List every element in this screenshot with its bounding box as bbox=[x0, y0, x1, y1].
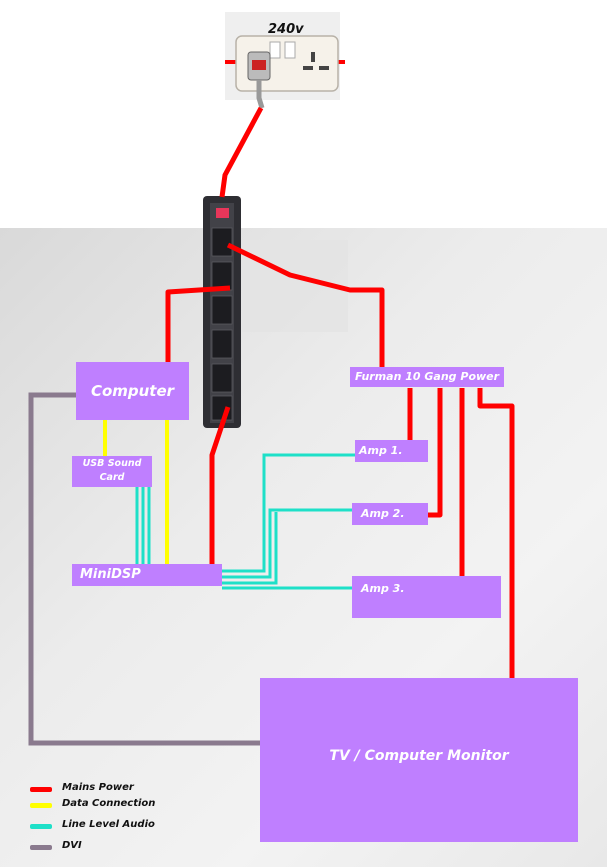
wire-minidsp-to-amp1 bbox=[222, 453, 355, 573]
wire-minidsp-to-amp2 bbox=[222, 508, 352, 579]
outlet-voltage-label: 240v bbox=[268, 22, 304, 37]
tv-label: TV / Computer Monitor bbox=[329, 748, 509, 764]
strip-socket bbox=[211, 363, 233, 393]
legend-label: Mains Power bbox=[62, 782, 134, 793]
computer-box: Computer bbox=[76, 362, 189, 420]
legend-swatch-grey bbox=[30, 845, 52, 850]
legend-swatch-yellow bbox=[30, 803, 52, 808]
strip-socket bbox=[211, 329, 233, 359]
minidsp-label: MiniDSP bbox=[80, 567, 141, 582]
plug-cable bbox=[256, 80, 265, 109]
wire-strip-to-computer bbox=[165, 285, 231, 362]
amp3-box: Amp 3. bbox=[352, 576, 501, 618]
wire-strip-to-minidsp bbox=[209, 406, 231, 565]
legend-label: Line Level Audio bbox=[62, 819, 155, 830]
minidsp-box: MiniDSP bbox=[72, 564, 222, 586]
wire-strip-to-furman bbox=[226, 242, 385, 368]
audio-wires bbox=[135, 453, 355, 590]
mains-wires bbox=[165, 106, 515, 678]
strip-socket bbox=[211, 295, 233, 325]
amp3-label: Amp 3. bbox=[361, 582, 405, 595]
furman-label: Furman 10 Gang Power bbox=[355, 370, 500, 383]
plug-fuse bbox=[252, 60, 266, 70]
wire-furman-to-tv bbox=[477, 388, 515, 678]
data-wires bbox=[103, 420, 169, 565]
outlet-switch-right bbox=[284, 41, 296, 59]
tv-monitor-box: TV / Computer Monitor bbox=[260, 678, 578, 842]
usb-sound-card-label: USB Sound Card bbox=[82, 458, 142, 483]
usb-sound-card-box: USB Sound Card bbox=[72, 456, 152, 487]
outlet-socket-pin bbox=[303, 66, 313, 70]
outlet-socket-pin bbox=[319, 66, 329, 70]
power-strip bbox=[203, 196, 348, 428]
outlet-switch-left bbox=[269, 41, 281, 59]
legend-label: Data Connection bbox=[62, 798, 156, 809]
amp1-label: Amp 1. bbox=[359, 444, 403, 457]
wire-outlet-to-strip bbox=[219, 106, 264, 198]
furman-power-box: Furman 10 Gang Power bbox=[350, 367, 504, 387]
legend-swatch-cyan bbox=[30, 824, 52, 829]
outlet-socket-pin bbox=[311, 52, 315, 62]
wire-dvi-computer-to-tv bbox=[28, 392, 262, 746]
power-switch-icon bbox=[216, 208, 229, 218]
legend-swatch-red bbox=[30, 787, 52, 792]
amp2-box: Amp 2. bbox=[352, 503, 428, 525]
strip-socket bbox=[211, 227, 233, 257]
legend-label: DVI bbox=[62, 840, 82, 851]
computer-label: Computer bbox=[90, 382, 175, 400]
amp2-label: Amp 2. bbox=[361, 507, 405, 520]
wall-outlet bbox=[225, 12, 345, 109]
amp1-box: Amp 1. bbox=[355, 440, 428, 462]
wire-minidsp-to-amp2b bbox=[222, 512, 278, 585]
wire-furman-to-amp2 bbox=[428, 388, 443, 518]
